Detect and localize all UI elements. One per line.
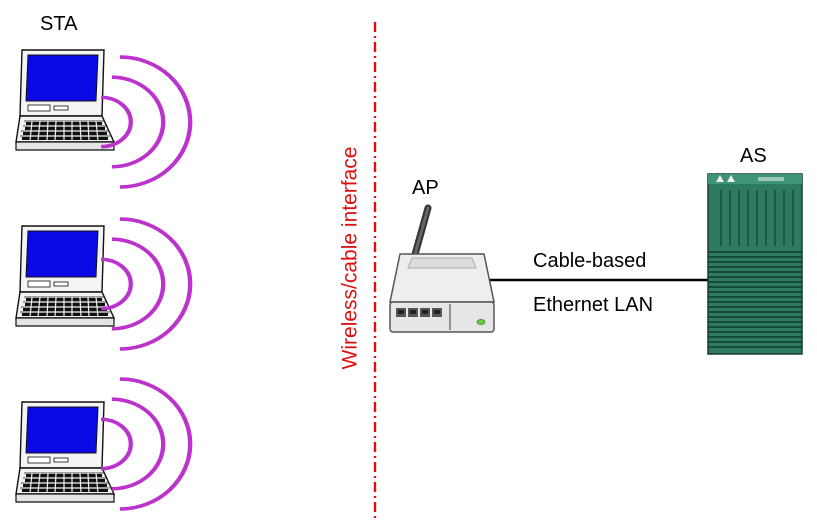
wifi-signal-icon (101, 219, 190, 349)
router-icon (389, 204, 495, 333)
laptop-icon (15, 401, 115, 503)
link-label-line1: Cable-based (533, 250, 647, 272)
laptop-icon (15, 225, 115, 327)
wifi-signal-icon (101, 57, 190, 187)
interface-label: Wireless/cable interface (338, 146, 362, 370)
auth-server-label: AS (740, 145, 767, 167)
wifi-signal-icon (101, 379, 190, 509)
station-label: STA (40, 13, 78, 35)
access-point-label: AP (412, 177, 439, 199)
laptop-icon (15, 49, 115, 151)
server-rack-icon (707, 173, 803, 355)
link-label-line2: Ethernet LAN (533, 294, 654, 316)
